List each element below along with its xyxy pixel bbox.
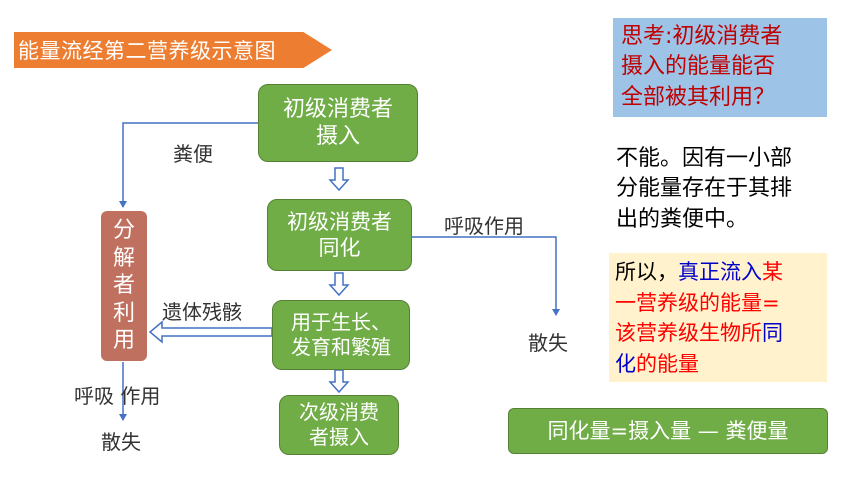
conclusion-text-d: 该营养级生物所	[615, 321, 762, 346]
node-secondary-intake: 次级消费者摄入	[279, 395, 399, 455]
conclusion-line-4: 化的能量	[615, 349, 821, 380]
answer-line-3: 出的粪便中。	[616, 206, 749, 232]
conclusion-text-e: 同	[762, 321, 783, 346]
decomposer-char-3: 者	[112, 273, 135, 299]
node-primary-intake-line2: 摄入	[315, 124, 360, 149]
think-line-2: 摄入的能量能否	[621, 54, 776, 80]
node-decomposer: 分 解 者 利 用	[101, 211, 147, 361]
answer-text: 不能。因有一小部 分能量存在于其排 出的粪便中。	[616, 144, 831, 235]
hollow-arrow-remains	[148, 320, 273, 344]
diagram-title: 能量流经第二营养级示意图	[14, 32, 332, 68]
decomposer-char-2: 解	[112, 245, 135, 271]
conclusion-line-1: 所以，真正流入某	[615, 257, 821, 288]
conclusion-text-f: 化	[615, 351, 636, 376]
answer-line-1: 不能。因有一小部	[616, 146, 793, 171]
node-growth: 用于生长、发育和繁殖	[272, 300, 410, 370]
hollow-arrow-3	[328, 369, 350, 394]
think-question-box: 思考:初级消费者 摄入的能量能否 全部被其利用？	[613, 18, 827, 117]
conclusion-text-c: 某	[762, 260, 783, 284]
label-lost-left: 散失	[101, 430, 141, 454]
formula-box: 同化量=摄入量 — 粪便量	[508, 408, 828, 454]
label-lost-right: 散失	[528, 331, 568, 355]
conclusion-text-b: 真正流入	[678, 260, 762, 284]
conclusion-line-2: 一营养级的能量=	[615, 290, 780, 315]
node-secondary-intake-line1: 次级消费	[299, 400, 379, 424]
label-respiration-left: 呼吸 作用	[74, 384, 161, 408]
node-secondary-intake-line2: 者摄入	[309, 425, 369, 449]
node-primary-assim-line1: 初级消费者	[287, 209, 392, 234]
feces-arrow	[119, 122, 258, 208]
hollow-arrow-1	[328, 167, 350, 192]
formula-text: 同化量=摄入量 — 粪便量	[547, 418, 789, 443]
decomposer-char-1: 分	[112, 218, 135, 244]
node-growth-line1: 用于生长、	[291, 310, 391, 334]
conclusion-text-a: 所以，	[615, 260, 678, 284]
think-line-3: 全部被其利用？	[621, 84, 776, 110]
node-primary-assim: 初级消费者同化	[267, 199, 412, 271]
node-primary-intake: 初级消费者摄入	[258, 84, 418, 162]
answer-line-2: 分能量存在于其排	[616, 176, 793, 202]
decomposer-char-4: 利	[112, 300, 135, 326]
hollow-arrow-2	[328, 272, 350, 297]
conclusion-line-3: 该营养级生物所同	[615, 318, 821, 349]
decomposer-char-5: 用	[112, 328, 135, 354]
node-growth-line2: 发育和繁殖	[291, 335, 391, 359]
diagram-title-text: 能量流经第二营养级示意图	[18, 39, 276, 63]
conclusion-text-g: 的能量	[636, 351, 699, 376]
think-line-1: 思考:初级消费者	[621, 24, 783, 49]
conclusion-box: 所以，真正流入某 一营养级的能量= 该营养级生物所同 化的能量	[609, 253, 827, 382]
label-feces: 粪便	[173, 142, 213, 166]
node-primary-intake-line1: 初级消费者	[282, 96, 393, 122]
label-remains: 遗体残骸	[162, 300, 242, 324]
respiration-right-arrow	[412, 236, 560, 316]
label-respiration-right: 呼吸作用	[444, 214, 524, 238]
node-primary-assim-line2: 同化	[318, 236, 361, 260]
